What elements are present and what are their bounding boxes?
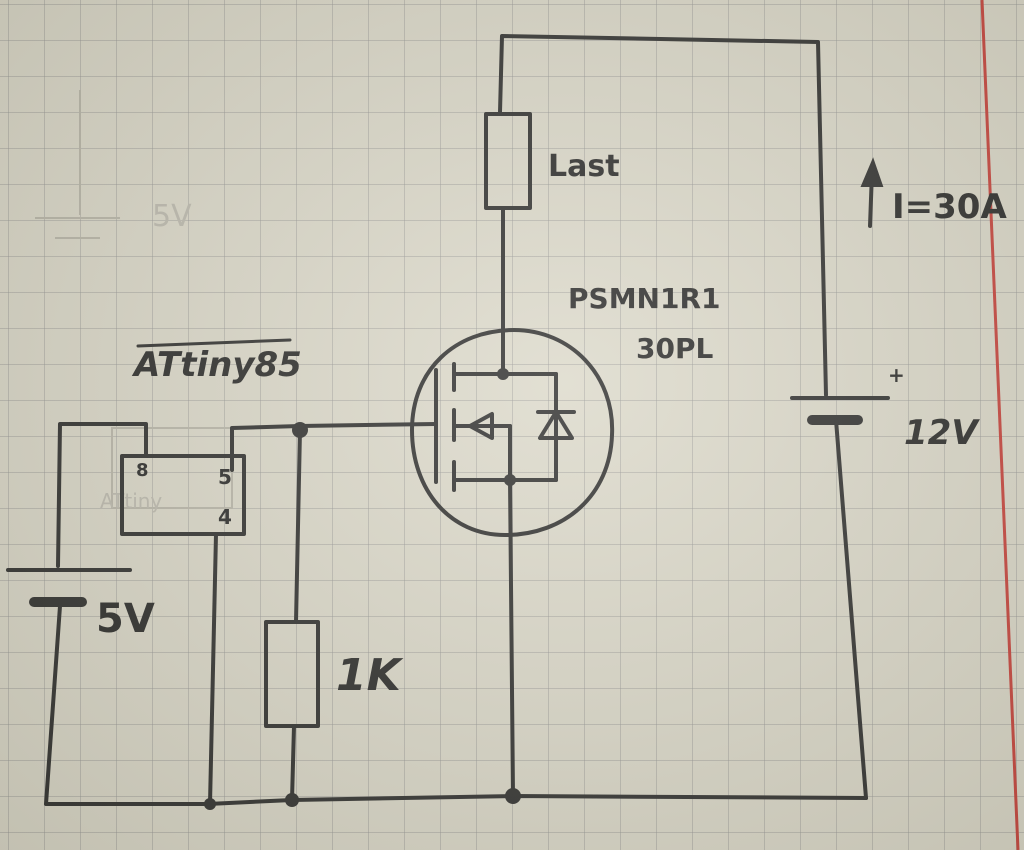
ground-junction-dot-3 bbox=[505, 788, 521, 804]
wire-gate-to-resistor bbox=[294, 428, 302, 624]
wire-battery-minus-to-ground bbox=[834, 418, 868, 800]
mosfet-arrow bbox=[468, 412, 494, 440]
body-diode bbox=[538, 410, 574, 440]
drain-junction-dot bbox=[497, 368, 509, 380]
load-label: Last bbox=[548, 149, 620, 184]
resistor-label: 1K bbox=[336, 650, 404, 701]
battery-12v-plus: + bbox=[888, 363, 905, 387]
attiny-label: ATtiny85 bbox=[131, 345, 302, 385]
current-label: I=30A bbox=[892, 187, 1007, 227]
pin-4-label: 4 bbox=[218, 505, 232, 529]
wire-load-to-battery-plus bbox=[498, 34, 828, 397]
mosfet-circle bbox=[410, 328, 615, 537]
mosfet-part-number: PSMN1R1 bbox=[568, 282, 721, 315]
ghost-mcu-label: ATtiny bbox=[100, 489, 162, 513]
pulldown-resistor bbox=[264, 620, 320, 728]
erased-sketch: 5V ATtiny bbox=[35, 90, 233, 513]
load-resistor bbox=[484, 112, 532, 210]
attiny-chip bbox=[120, 454, 246, 536]
wire-5v-ground bbox=[44, 604, 210, 806]
mosfet-part-suffix: 30PL bbox=[636, 332, 713, 365]
wire-pin4-ground bbox=[208, 532, 218, 806]
ground-bus bbox=[206, 794, 868, 806]
wire-vcc bbox=[56, 422, 148, 568]
current-arrow bbox=[860, 157, 884, 228]
wire-source-to-ground bbox=[508, 478, 515, 798]
pin-8-label: 8 bbox=[136, 460, 149, 481]
ghost-voltage-label: 5V bbox=[152, 199, 192, 234]
margin-line bbox=[980, 0, 1020, 850]
wire-resistor-to-ground bbox=[290, 724, 296, 802]
wire-gate bbox=[230, 422, 438, 472]
attiny-overline bbox=[136, 338, 292, 348]
battery-12v-label: 12V bbox=[904, 413, 980, 453]
pin-5-label: 5 bbox=[218, 465, 232, 489]
battery-5v-label: 5V bbox=[96, 596, 155, 642]
